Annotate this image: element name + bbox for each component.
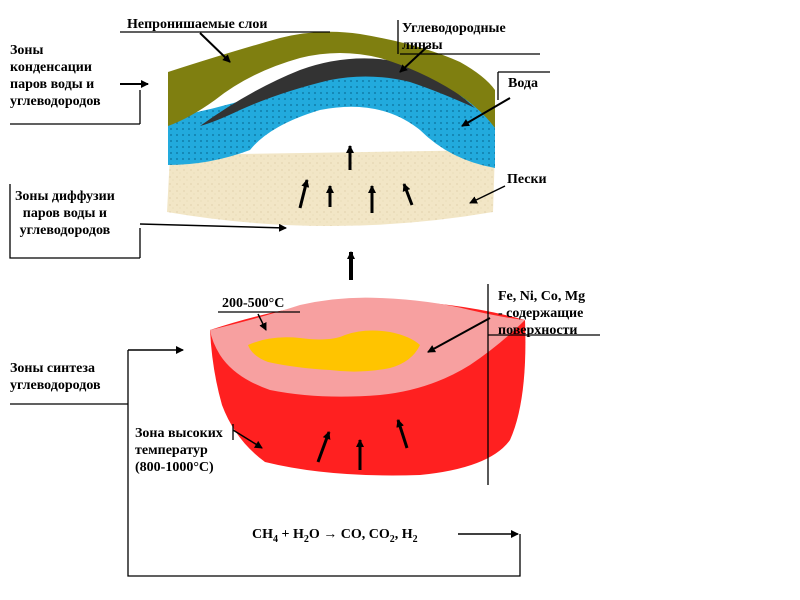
surfaces-callout [487, 284, 600, 485]
diffusion-pointer [139, 223, 287, 232]
formula-arrow-glyph: → [323, 527, 338, 542]
formula-h2: , H [394, 527, 413, 542]
formula-h2o-sub: 2 [303, 533, 309, 545]
upward-arrows-sand [298, 145, 414, 213]
temp-pointer [257, 313, 267, 331]
hydrocarbon-lens [200, 58, 475, 126]
high-temp-pointer [232, 429, 263, 449]
formula-h2o-h: H [292, 527, 304, 542]
water-layer [168, 67, 495, 168]
catalyst-surface [248, 330, 420, 372]
label-impermeable: Непронишаемые слои [127, 17, 268, 32]
label-condensation: Зоны конденсации паров воды и углеводоро… [10, 43, 101, 109]
water-callout [497, 71, 550, 100]
lenses-pointer [399, 45, 429, 73]
formula-co: CO, CO [340, 527, 390, 542]
formula-ch-sub: 4 [273, 533, 278, 545]
diffusion-callout [9, 184, 141, 259]
synthesis-callout [10, 350, 521, 577]
label-synthesis: Зоны синтеза углеводородов [10, 361, 101, 393]
label-hydrocarbon-lenses: Углеводородные линзы [402, 21, 506, 53]
formula-ch: CH [252, 527, 273, 542]
impermeable-pointer [199, 32, 231, 63]
water-pointer [461, 97, 511, 127]
formula-plus: + [281, 527, 290, 542]
upward-arrows-high-temp [316, 419, 409, 470]
label-sands: Пески [507, 172, 547, 187]
surfaces-pointer [427, 317, 491, 353]
formula-co2-sub: 2 [389, 533, 395, 545]
label-surfaces: Fe, Ni, Co, Mg - содержащие поверхности [498, 289, 586, 338]
label-diffusion: Зоны диффузии паров воды и углеводородов [15, 189, 115, 238]
impermeable-layer [168, 31, 495, 128]
label-high-temp: Зона высоких температур (800-1000°С) [135, 426, 223, 475]
formula-h2o-o: O [308, 527, 320, 542]
formula-h2-sub: 2 [412, 533, 418, 545]
label-temp-range: 200-500°С [222, 296, 285, 311]
label-water: Вода [508, 76, 539, 91]
condensation-callout [10, 90, 141, 125]
lenses-callout [397, 20, 540, 55]
reaction-formula: CH4 + H2O → CO, CO2, H2 [252, 527, 418, 545]
sands-pointer [469, 185, 506, 204]
